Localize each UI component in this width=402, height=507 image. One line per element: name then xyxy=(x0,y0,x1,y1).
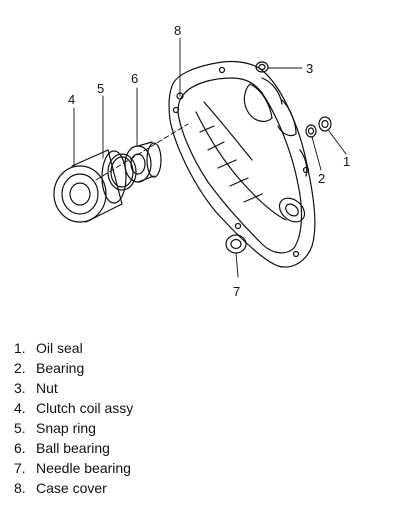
legend-item: 6. Ball bearing xyxy=(14,438,133,458)
leader-lines xyxy=(73,37,347,278)
legend-label: Case cover xyxy=(36,480,107,496)
needle-bearing-part xyxy=(225,234,247,254)
legend-item: 1. Oil seal xyxy=(14,338,133,358)
ball-bearing-part xyxy=(124,141,162,183)
legend-item: 4. Clutch coil assy xyxy=(14,398,133,418)
legend-label: Bearing xyxy=(36,360,85,376)
legend-number: 6. xyxy=(14,440,26,456)
callout-1: 1 xyxy=(343,154,350,169)
assembly-axis xyxy=(95,123,189,181)
legend-item: 7. Needle bearing xyxy=(14,458,133,478)
callout-2: 2 xyxy=(318,171,325,186)
legend-label: Clutch coil assy xyxy=(36,400,134,416)
legend-label: Needle bearing xyxy=(36,460,131,476)
legend-number: 4. xyxy=(14,400,26,416)
legend-item: 5. Snap ring xyxy=(14,418,133,438)
legend-label: Ball bearing xyxy=(36,440,110,456)
callout-8: 8 xyxy=(174,23,181,38)
callout-6: 6 xyxy=(131,71,138,86)
case-cover-part xyxy=(168,60,316,268)
legend-number: 1. xyxy=(14,340,26,356)
legend-number: 2. xyxy=(14,360,26,376)
callout-7: 7 xyxy=(233,284,240,299)
callout-4: 4 xyxy=(68,92,75,107)
callout-3: 3 xyxy=(306,61,313,76)
legend-label: Snap ring xyxy=(36,420,96,436)
clutch-coil-part xyxy=(53,149,127,223)
bearing-part xyxy=(305,124,317,138)
legend-item: 2. Bearing xyxy=(14,358,133,378)
parts-legend: 1. Oil seal 2. Bearing 3. Nut 4. Clutch coil… xyxy=(14,338,133,498)
legend-number: 3. xyxy=(14,380,26,396)
callout-5: 5 xyxy=(97,81,104,96)
oil-seal-part xyxy=(318,116,332,132)
nut-part xyxy=(255,61,269,73)
legend-item: 8. Case cover xyxy=(14,478,133,498)
legend-number: 5. xyxy=(14,420,26,436)
legend-label: Oil seal xyxy=(36,340,83,356)
legend-number: 7. xyxy=(14,460,26,476)
legend-label: Nut xyxy=(36,380,58,396)
legend-number: 8. xyxy=(14,480,26,496)
exploded-parts-diagram: 8 3 4 5 6 2 1 7 xyxy=(53,23,350,299)
legend-item: 3. Nut xyxy=(14,378,133,398)
